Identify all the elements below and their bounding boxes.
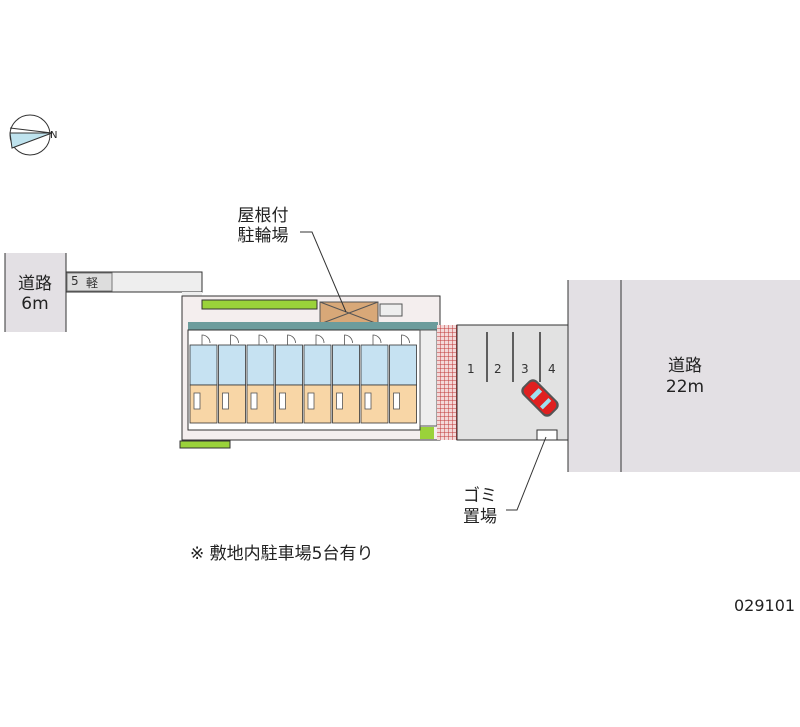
apartment-unit: [332, 334, 360, 424]
brick-walkway: [437, 325, 457, 440]
leader-line: [506, 436, 547, 511]
left-road: [5, 253, 66, 332]
parking-space-number: 4: [548, 362, 556, 376]
compass-north-label: N: [50, 130, 58, 141]
parking-space-number: 2: [494, 362, 502, 376]
parking-lot: [456, 324, 569, 441]
parking-space-number: 1: [467, 362, 475, 376]
bicycle-parking-label-2: 駐輪場: [237, 226, 289, 246]
apartment-unit: [218, 334, 246, 424]
bicycle-parking-label-1: 屋根付: [237, 206, 289, 226]
right-road-name: 道路: [668, 356, 702, 376]
apartment-unit: [303, 334, 332, 424]
path-type: 軽: [86, 276, 99, 290]
apartment-building: [187, 322, 438, 431]
path-number: 5: [71, 274, 79, 288]
car-icon: [521, 379, 559, 417]
garbage-area: [536, 429, 558, 441]
garbage-label-2: 置場: [463, 507, 497, 527]
hedge: [179, 440, 231, 449]
compass-icon: [9, 114, 53, 156]
parking-note: ※ 敷地内駐車場5台有り: [190, 544, 374, 564]
garbage-label-1: ゴミ: [463, 486, 497, 506]
property-code: 029101: [734, 596, 796, 615]
bicycle-shelter: [319, 301, 403, 325]
hedge: [201, 299, 318, 310]
apartment-unit: [246, 334, 275, 424]
apartment-unit: [189, 334, 218, 424]
left-road-width: 6m: [21, 294, 49, 314]
apartment-unit: [275, 334, 303, 424]
right-road-width: 22m: [665, 377, 705, 397]
left-road-name: 道路: [18, 274, 52, 294]
right-road: [568, 280, 800, 472]
leader-line: [300, 231, 347, 313]
parking-space-number: 3: [521, 362, 529, 376]
hedge: [420, 427, 434, 439]
apartment-unit: [389, 334, 417, 424]
apartment-unit: [360, 334, 389, 424]
